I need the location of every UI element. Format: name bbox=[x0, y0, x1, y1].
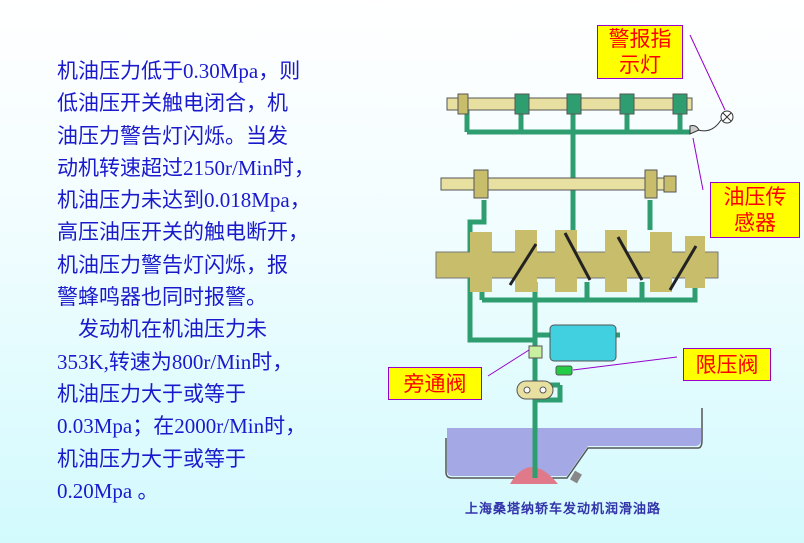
relief-valve bbox=[555, 365, 573, 376]
label-bypass-valve: 旁通阀 bbox=[388, 367, 482, 400]
text-line: 353K,转速为800r/Min时， bbox=[57, 349, 294, 374]
text-line: 警蜂鸣器也同时报警。 bbox=[57, 285, 267, 310]
text-line: 油压力警告灯闪烁。当发 bbox=[57, 123, 288, 148]
drain-plug bbox=[570, 470, 582, 484]
warning-lamp-icon bbox=[697, 110, 734, 132]
text-line: 0.03Mpa；在2000r/Min时， bbox=[57, 414, 307, 439]
crankshaft bbox=[435, 230, 719, 292]
description-text: 机油压力低于0.30Mpa，则 低油压开关触电闭合，机 油压力警告灯闪烁。当发 … bbox=[57, 55, 315, 507]
text-line: 动机转速超过2150r/Min时， bbox=[57, 155, 315, 180]
oil-pump bbox=[516, 380, 554, 400]
oil-pan bbox=[445, 408, 703, 484]
text-line: 高压油压开关的触电断开， bbox=[57, 220, 309, 245]
text-line: 发动机在机油压力未 bbox=[57, 317, 267, 342]
text-line: 机油压力未达到0.018Mpa， bbox=[57, 188, 311, 213]
label-pressure-sensor: 油压传感器 bbox=[710, 182, 800, 238]
text-line: 机油压力大于或等于 bbox=[57, 446, 246, 471]
text-line: 机油压力低于0.30Mpa，则 bbox=[57, 59, 301, 83]
camshaft bbox=[446, 93, 693, 115]
intermediate-shaft bbox=[440, 169, 677, 199]
diagram-caption: 上海桑塔纳轿车发动机润滑油路 bbox=[465, 502, 662, 517]
oil-filter bbox=[516, 324, 617, 400]
text-line: 机油压力警告灯闪烁，报 bbox=[57, 252, 288, 277]
bypass-valve bbox=[528, 345, 543, 359]
text-line: 机油压力大于或等于 bbox=[57, 381, 246, 406]
pressure-sensor-icon bbox=[689, 125, 700, 135]
text-line: 0.20Mpa 。 bbox=[57, 478, 159, 503]
label-warning-light: 警报指示灯 bbox=[597, 25, 683, 79]
leader-lines bbox=[487, 34, 726, 377]
label-relief-valve: 限压阀 bbox=[683, 348, 771, 381]
text-line: 低油压开关触电闭合，机 bbox=[57, 91, 288, 116]
oil-lines bbox=[464, 110, 698, 478]
